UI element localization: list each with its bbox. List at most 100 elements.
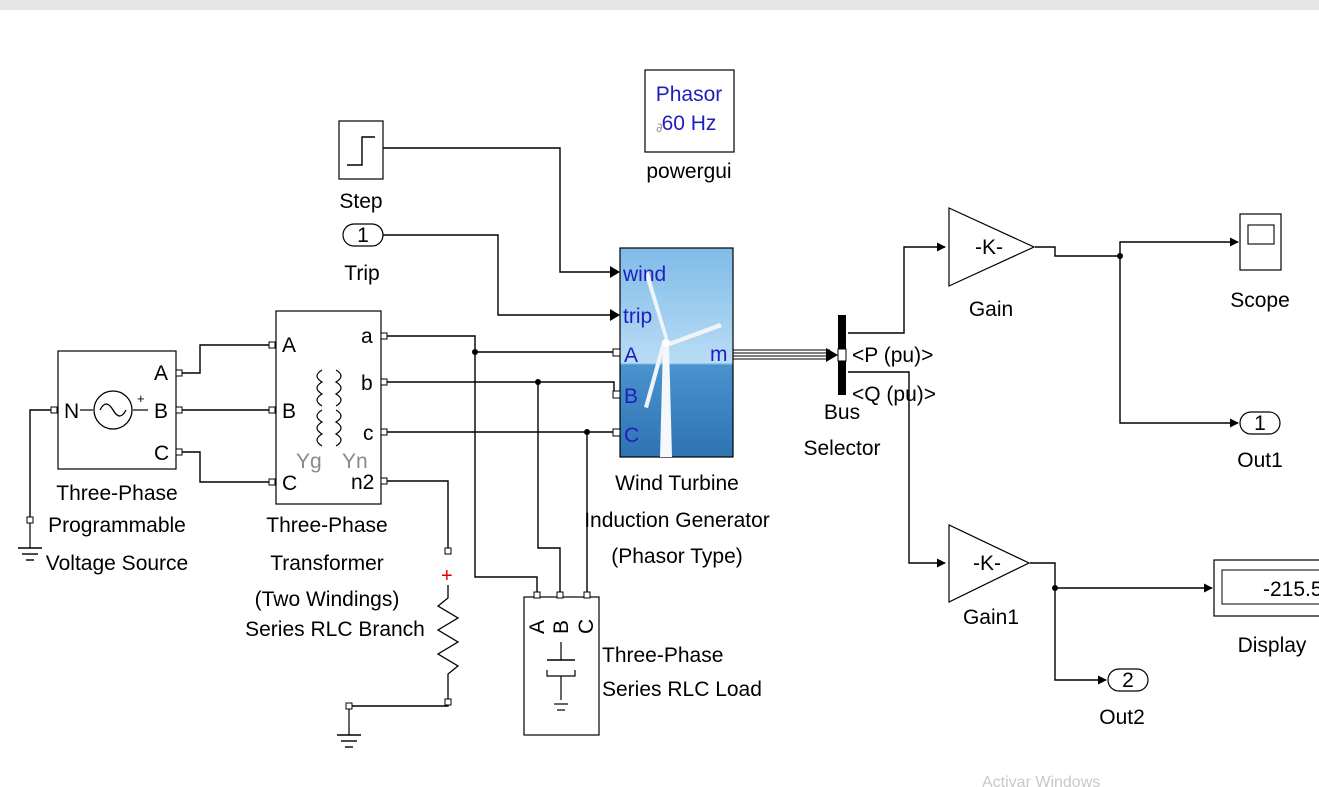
gain1-triangle[interactable] <box>948 524 1031 603</box>
port-a <box>268 341 276 349</box>
wt-port-c: C <box>624 424 639 447</box>
source-name-line2: Programmable <box>48 514 186 537</box>
load-port-c: C <box>575 619 598 634</box>
junction-dot <box>472 349 478 355</box>
bus-output-q: <Q (pu)> <box>852 383 936 406</box>
wt-name-line2: Induction Generator <box>584 509 770 532</box>
junction-dot <box>1117 253 1123 259</box>
source-port-n: N <box>64 400 79 423</box>
wire-gain-scope[interactable] <box>1035 237 1239 257</box>
wire-n2-rlc[interactable] <box>385 480 449 550</box>
wire-source-n-ground[interactable] <box>29 409 54 520</box>
wire-source-a[interactable] <box>180 344 272 374</box>
windows-activation-watermark: Activar Windows <box>982 774 1100 787</box>
scope-name: Scope <box>1230 289 1290 312</box>
wire-trip-trip[interactable] <box>383 234 619 320</box>
port-a <box>612 348 621 357</box>
trip-name: Trip <box>344 262 379 285</box>
xfmr-port-b: b <box>361 372 373 395</box>
gain-name: Gain <box>969 298 1013 321</box>
junction-dot <box>535 379 541 385</box>
wire-source-c[interactable] <box>180 451 272 483</box>
series-rlc-branch-block[interactable]: + Series RLC Branch <box>245 547 460 706</box>
wire-p-gain[interactable] <box>848 242 946 334</box>
display-value: -215.5 <box>1263 578 1319 601</box>
port-c <box>583 591 591 599</box>
out2-port-number: 2 <box>1122 669 1134 692</box>
wire-gain-out1[interactable] <box>1119 256 1239 428</box>
ground-icon <box>337 702 361 748</box>
out1-outport[interactable]: 1 Out1 <box>1237 411 1283 472</box>
trip-port-oval[interactable] <box>342 223 384 247</box>
xfmr-port-n2: n2 <box>351 471 374 494</box>
transformer-box[interactable] <box>275 310 382 505</box>
display-name: Display <box>1238 634 1307 657</box>
xfmr-port-a: a <box>361 325 373 348</box>
out1-oval[interactable] <box>1239 411 1281 435</box>
wire-step-wind[interactable] <box>383 147 619 277</box>
wire-load-b[interactable] <box>537 382 561 593</box>
scope-screen-icon <box>1247 224 1275 245</box>
wt-port-a: A <box>624 344 638 367</box>
trip-inport[interactable]: 1 Trip <box>342 223 384 285</box>
wire-xfmr-b[interactable] <box>385 381 615 393</box>
wt-port-trip: trip <box>623 305 652 328</box>
turbine-blade-icon <box>644 342 666 408</box>
gain-value: -K- <box>975 236 1003 259</box>
wire-load-a[interactable] <box>474 352 538 593</box>
powergui-line2: 60 Hz <box>662 112 717 135</box>
gain-triangle[interactable] <box>948 207 1036 287</box>
load-box[interactable] <box>523 596 600 736</box>
top-border-bar <box>0 0 1319 10</box>
port-c <box>268 478 276 486</box>
wire-q-gain1[interactable] <box>848 371 946 568</box>
wire-gain1-out2[interactable] <box>1054 588 1107 685</box>
coil-icon <box>334 409 342 447</box>
turbine-tower-icon <box>660 345 672 457</box>
out2-oval[interactable] <box>1107 668 1149 692</box>
powergui-name: powergui <box>646 160 731 183</box>
source-port-a: A <box>154 362 168 385</box>
out1-port-number: 1 <box>1254 412 1266 435</box>
wire-xfmr-a[interactable] <box>385 335 614 353</box>
step-box[interactable] <box>338 120 384 180</box>
xfmr-port-A: A <box>282 334 296 357</box>
gain1-block[interactable]: -K- Gain1 <box>948 524 1031 629</box>
bus-output-p: <P (pu)> <box>852 344 933 367</box>
link-icon: ∂ <box>656 121 663 136</box>
turbine-blade-icon <box>666 323 722 346</box>
powergui-line1: Phasor <box>656 83 723 106</box>
bus-arrowhead <box>826 348 838 362</box>
coil-icon <box>316 369 324 407</box>
turbine-blade-icon <box>644 270 668 343</box>
step-name: Step <box>339 190 382 213</box>
source-box[interactable] <box>57 350 177 470</box>
port-wind <box>610 266 620 278</box>
ground-icon <box>18 516 42 561</box>
scope-block[interactable]: Scope <box>1230 213 1290 312</box>
wire-gain1-display[interactable] <box>1030 562 1213 593</box>
display-readout-frame <box>1221 569 1319 605</box>
source-port-c: C <box>154 442 169 465</box>
wire-rlc-ground[interactable] <box>350 700 449 707</box>
powergui-block[interactable]: Phasor 60 Hz ∂ powergui <box>644 69 735 183</box>
transformer-block[interactable]: A B C a b c n2 Yg Yn Three-Phase Transfo… <box>255 310 400 611</box>
powergui-box[interactable] <box>644 69 735 153</box>
port-b <box>556 591 564 599</box>
out1-name: Out1 <box>1237 449 1283 472</box>
port-b <box>175 406 183 414</box>
out2-name: Out2 <box>1099 706 1145 729</box>
wind-turbine-block[interactable]: wind trip A B C m Wind Turbine Induction… <box>584 247 770 568</box>
port-c <box>175 448 183 456</box>
bus-input-port <box>837 348 847 362</box>
step-block[interactable]: Step <box>338 120 384 213</box>
out2-outport[interactable]: 2 Out2 <box>1099 668 1149 729</box>
three-phase-load-block[interactable]: A B C Three-Phase Series RLC Load <box>523 591 762 736</box>
source-name-line3: Voltage Source <box>46 552 188 575</box>
bus-selector-block[interactable]: <P (pu)> <Q (pu)> Bus Selector <box>803 315 936 460</box>
gain-block[interactable]: -K- Gain <box>948 207 1036 321</box>
three-phase-source-block[interactable]: N A B C + Three-Phase Programmable Volta… <box>46 350 188 575</box>
xfmr-name-line2: Transformer <box>270 552 384 575</box>
display-block[interactable]: -215.5 Display <box>1213 559 1319 657</box>
